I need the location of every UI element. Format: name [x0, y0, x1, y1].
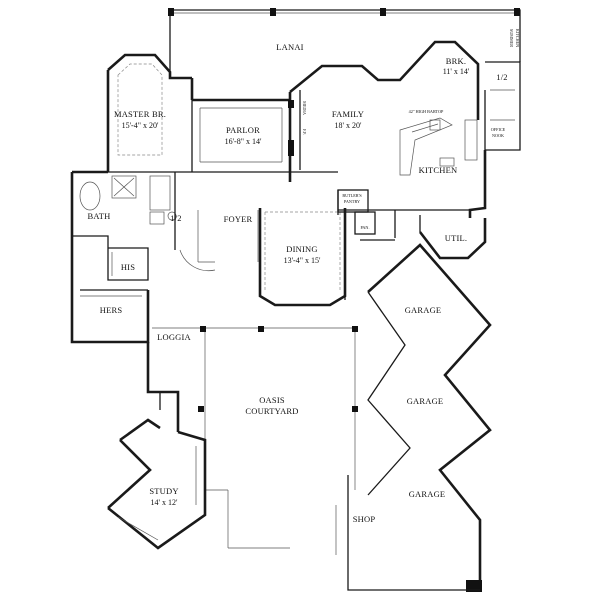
master-bedroom-walls [106, 53, 194, 173]
pantry-walls [337, 189, 396, 238]
shop-label: SHOP [353, 514, 376, 524]
master-bedroom-label: MASTER BR. [114, 109, 166, 119]
family-dimensions: 18' x 20' [335, 121, 362, 130]
utility-label: UTIL. [445, 233, 467, 243]
half-bath-label-foyer: 1/2 [170, 213, 181, 223]
courtyard-label-line-1: OASIS [259, 395, 285, 405]
loggia-label: LOGGIA [157, 332, 191, 342]
bartop-label: 42" HIGH BARTOP [409, 109, 444, 114]
butlers-pantry-label-line-1: BUTLER'S [342, 193, 362, 198]
family-label: FAMILY [332, 109, 364, 119]
dining-dimensions: 13'-4" x 15' [284, 256, 321, 265]
parlor-dimensions: 16'-8" x 14' [225, 137, 262, 146]
shop-walls [335, 475, 480, 591]
bath-label: BATH [88, 211, 111, 221]
foyer-label: FOYER [224, 214, 253, 224]
breakfast-walls [476, 61, 521, 151]
kitchen-label: KITCHEN [419, 165, 458, 175]
breakfast-label: BRK. [446, 56, 466, 66]
lanai-walls [168, 8, 521, 75]
bath-walls [70, 170, 177, 248]
garage-label-1: GARAGE [405, 305, 442, 315]
study-label: STUDY [149, 486, 178, 496]
room-labels: LANAI BRK. 11' x 14' 1/2 MASTER BR. 15'-… [88, 42, 508, 524]
pantry-label: PAN. [360, 225, 369, 230]
office-nook-label-line-2: NOOK [492, 133, 504, 138]
lanai-label: LANAI [276, 42, 303, 52]
butlers-pantry-label-line-2: PANTRY [344, 199, 360, 204]
master-bedroom-dimensions: 15'-4" x 20' [122, 121, 159, 130]
summer-kitchen-label-line-1: SUMMER [509, 29, 514, 47]
media-label: MEDIA [302, 101, 307, 115]
garage-label-2: GARAGE [407, 396, 444, 406]
garage-label-3: GARAGE [409, 489, 446, 499]
fireplace-label: F.P. [302, 129, 307, 135]
hers-closet-label: HERS [100, 305, 123, 315]
garage-walls [344, 239, 492, 592]
parlor-walls [191, 98, 290, 172]
parlor-label: PARLOR [226, 125, 260, 135]
his-closet-label: HIS [121, 262, 135, 272]
courtyard-label-line-2: COURTYARD [245, 406, 298, 416]
family-walls [288, 40, 480, 182]
study-walls [107, 342, 207, 550]
loggia-and-courtyard [147, 300, 358, 549]
office-nook-label-line-1: OFFICE [491, 127, 506, 132]
study-dimensions: 14' x 12' [151, 498, 178, 507]
summer-kitchen-label-line-2: KITCHEN [515, 29, 520, 47]
closet-walls [70, 236, 150, 344]
foyer-walls [174, 171, 338, 271]
half-bath-label-breakfast: 1/2 [496, 72, 507, 82]
dining-label: DINING [286, 244, 317, 254]
breakfast-dimensions: 11' x 14' [443, 67, 470, 76]
fixture-labels: 42" HIGH BARTOP BUTLER'S PANTRY PAN. OFF… [302, 29, 520, 230]
utility-walls [418, 215, 487, 260]
